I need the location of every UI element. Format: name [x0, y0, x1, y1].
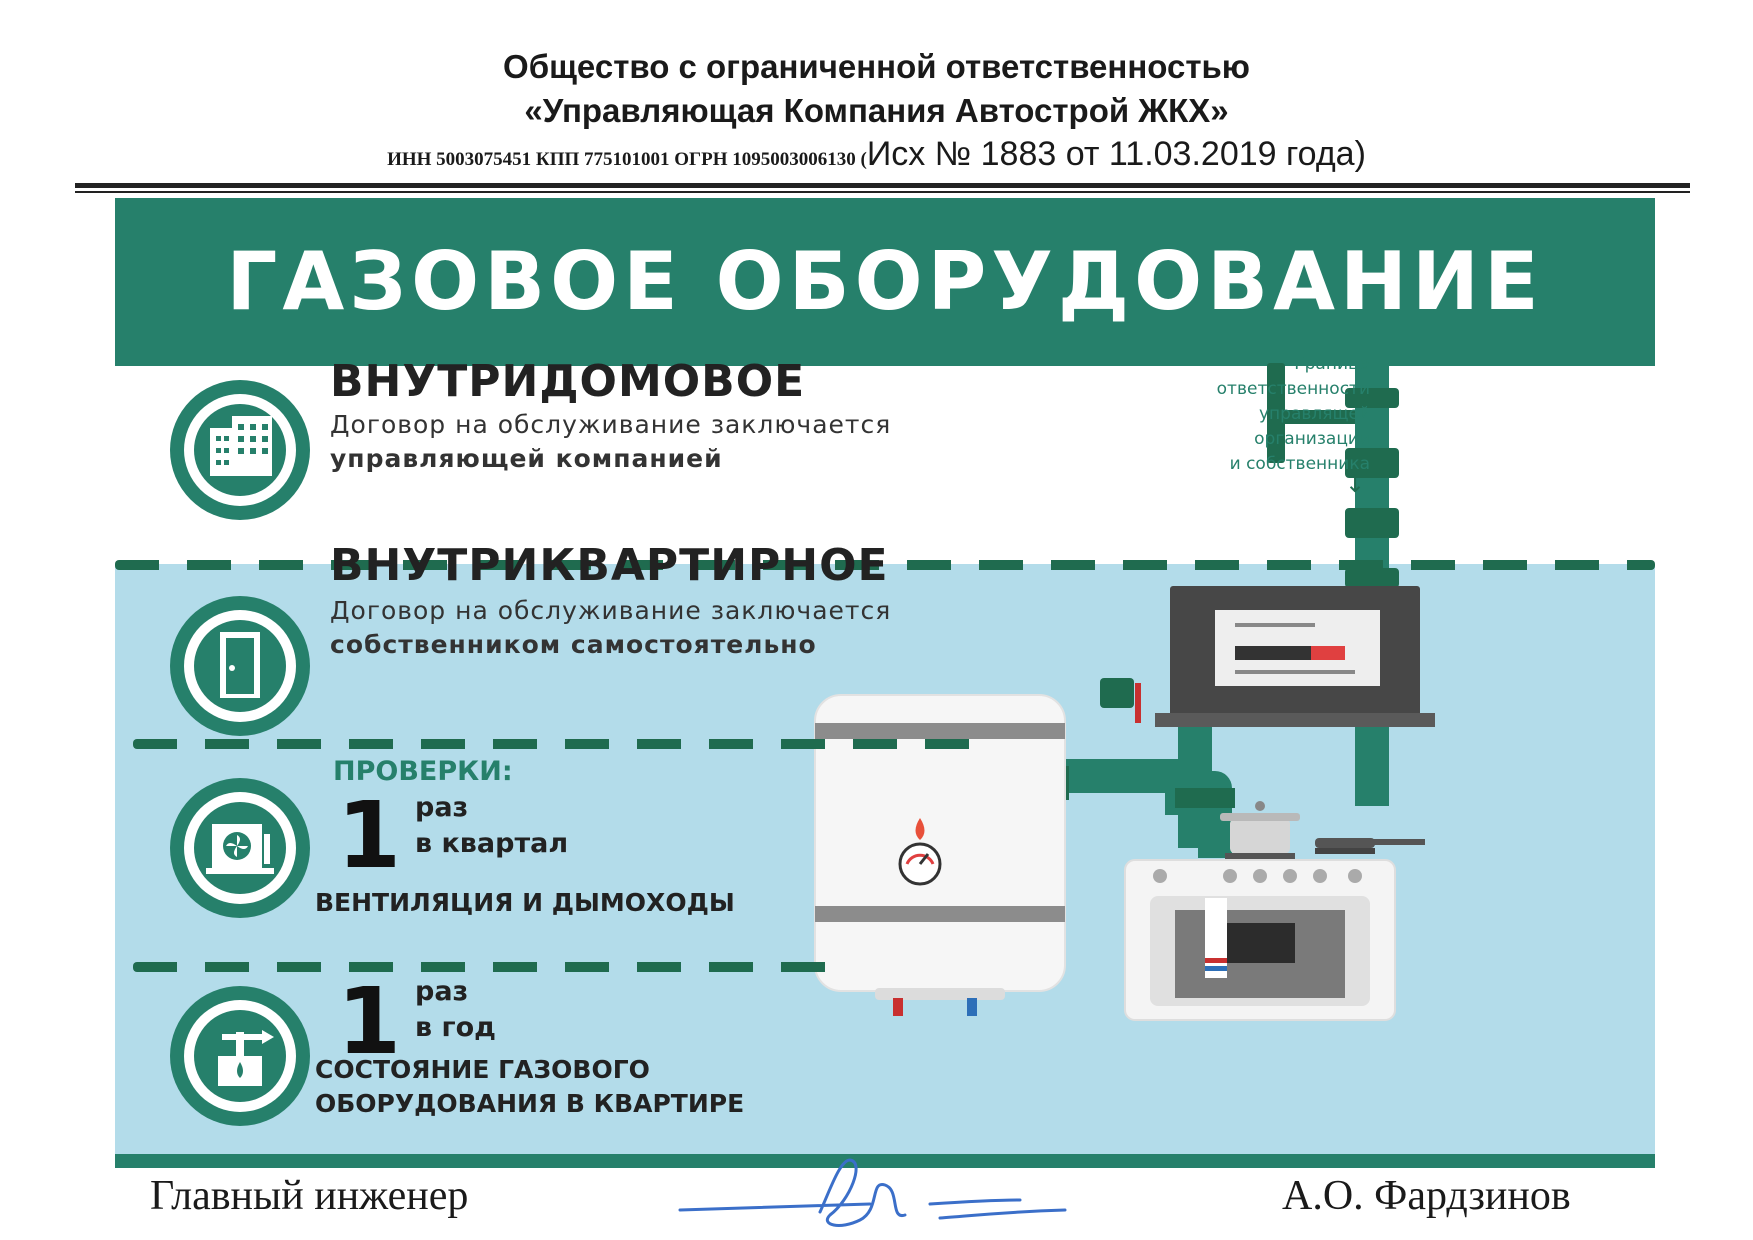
- check2-frequency: раз в год: [415, 976, 496, 1043]
- door-icon: [170, 596, 310, 736]
- check1-number: 1: [337, 782, 402, 889]
- section-internal-house-desc-line1: Договор на обслуживание заключается: [330, 410, 892, 439]
- poster-banner: [115, 198, 1655, 366]
- building-icon: [170, 380, 310, 520]
- check1-frequency: раз в квартал: [415, 792, 569, 859]
- section-internal-house-title: ВНУТРИДОМОВОЕ: [330, 356, 806, 407]
- gas-equipment-poster: ГАЗОВОЕ ОБОРУДОВАНИЕ: [115, 198, 1655, 1168]
- registration-line: ИНН 5003075451 КПП 775101001 ОГРН 109500…: [0, 135, 1753, 174]
- check1-subject: ВЕНТИЛЯЦИЯ И ДЫМОХОДЫ: [315, 888, 735, 917]
- gas-stove-icon: [170, 986, 310, 1126]
- responsibility-boundary-note: Граница ответственности управлящей орган…: [1216, 354, 1370, 474]
- gas-pipe-illustration: [814, 363, 1435, 1021]
- ventilation-fan-icon: [170, 778, 310, 918]
- arrow-down-icon: ↓: [1345, 470, 1366, 498]
- section-divider: [133, 739, 973, 749]
- section-internal-house-desc: Договор на обслуживание заключается упра…: [330, 408, 891, 476]
- check2-subject: СОСТОЯНИЕ ГАЗОВОГО ОБОРУДОВАНИЯ В КВАРТИ…: [315, 1055, 745, 1118]
- signatory-name: А.О. Фардзинов: [1282, 1173, 1571, 1219]
- section-apartment-desc-line1: Договор на обслуживание заключается: [330, 596, 892, 625]
- poster-title: ГАЗОВОЕ ОБОРУДОВАНИЕ: [226, 235, 1544, 328]
- signatory-position: Главный инженер: [150, 1173, 469, 1219]
- registration-numbers: ИНН 5003075451 КПП 775101001 ОГРН 109500…: [387, 149, 867, 170]
- section-internal-house-desc-line2: управляющей компанией: [330, 444, 723, 473]
- outgoing-reference: Исх № 1883 от 11.03.2019 года): [866, 135, 1366, 173]
- checks-title: ПРОВЕРКИ:: [333, 756, 513, 787]
- check2-number: 1: [337, 968, 402, 1075]
- section-apartment-desc: Договор на обслуживание заключается собс…: [330, 594, 891, 662]
- header-rule-thick: [75, 183, 1690, 188]
- section-apartment-title: ВНУТРИКВАРТИРНОЕ: [330, 540, 889, 591]
- section-apartment-desc-line2: собственником самостоятельно: [330, 630, 817, 659]
- poster-bottom-bar: [115, 1154, 1655, 1168]
- header-rule-thin: [75, 191, 1690, 193]
- handwritten-signature: [678, 1158, 1067, 1227]
- company-name-line1: Общество с ограниченной ответственностью: [503, 48, 1250, 85]
- company-name-line2: «Управляющая Компания Автострой ЖКХ»: [524, 92, 1229, 129]
- responsibility-boundary-line: [115, 560, 1655, 570]
- checks-divider: [133, 962, 848, 972]
